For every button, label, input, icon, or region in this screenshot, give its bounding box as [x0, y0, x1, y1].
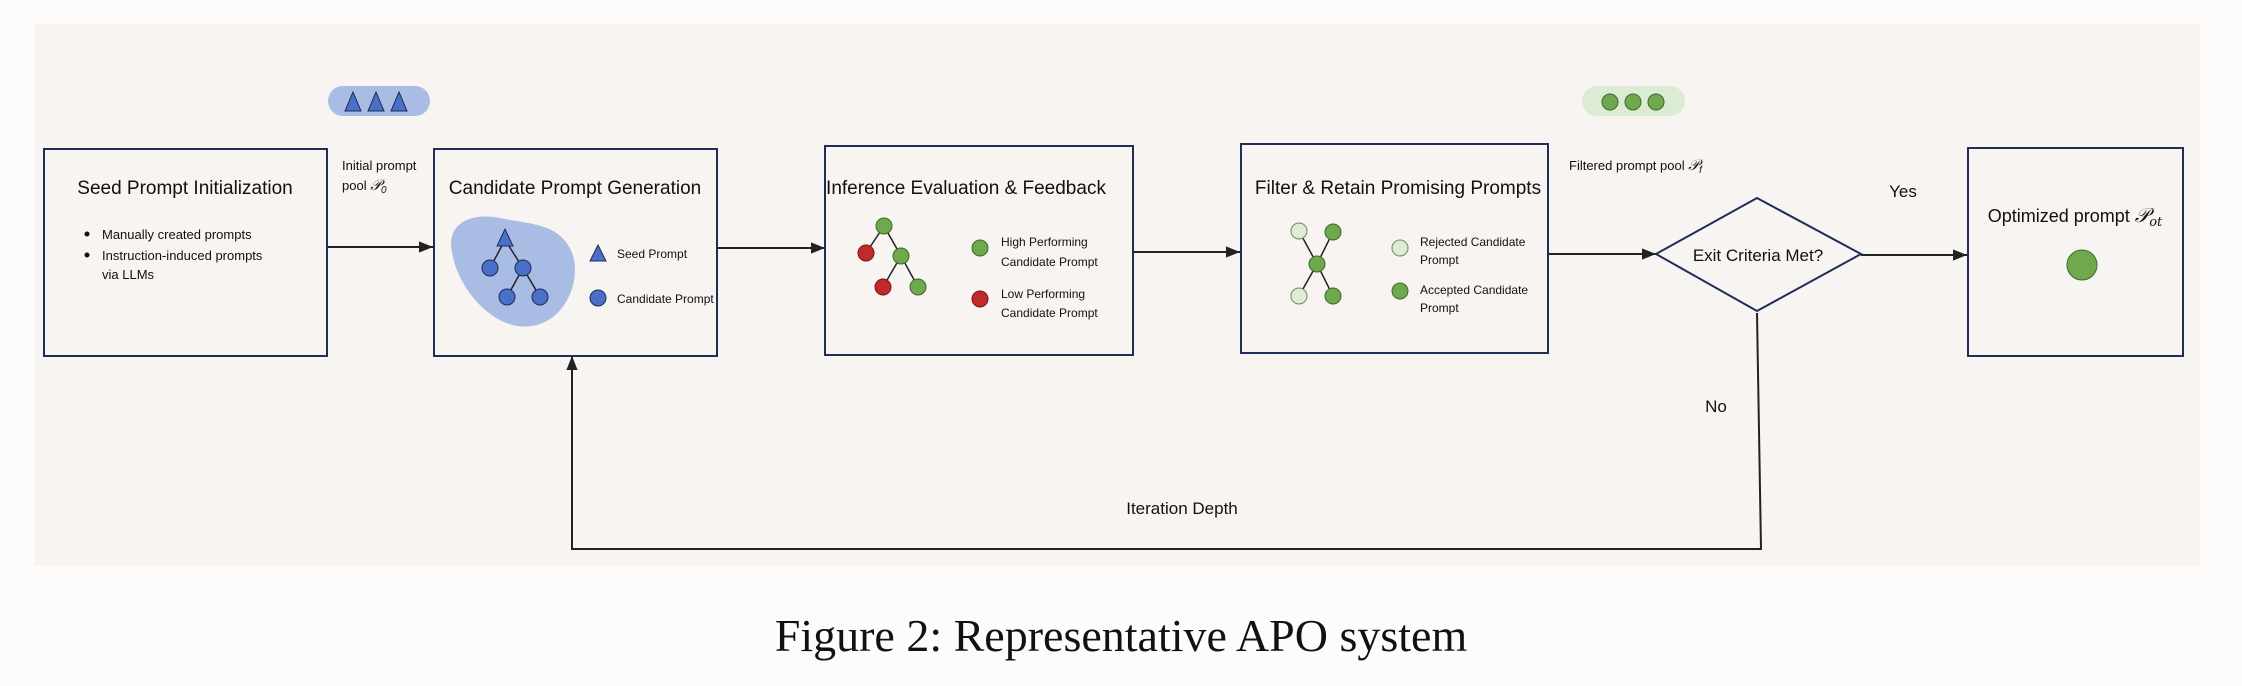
candidate-prompt-legend-icon	[589, 289, 607, 307]
low-legend-line2: Candidate Prompt	[1001, 306, 1098, 320]
candidate-node	[514, 259, 532, 277]
low-legend-icon	[971, 290, 989, 308]
seed-box-title: Seed Prompt Initialization	[77, 178, 292, 199]
high-node	[892, 247, 910, 265]
high-legend-icon	[971, 239, 989, 257]
accepted-circle-icon	[1601, 93, 1619, 111]
seed-prompt-legend-label: Seed Prompt	[617, 247, 688, 261]
iteration-depth-label: Iteration Depth	[1126, 499, 1238, 518]
arrow-iteration-loop	[566, 312, 1763, 550]
seed-triangle-icon	[344, 90, 362, 112]
decision-label: Exit Criteria Met?	[1693, 246, 1823, 265]
accepted-legend-icon	[1391, 282, 1409, 300]
candidate-node	[531, 288, 549, 306]
filtered-pool-pill	[1582, 86, 1685, 116]
accepted-circle-icon	[1624, 93, 1642, 111]
candidate-box-title: Candidate Prompt Generation	[449, 178, 701, 199]
candidate-node	[481, 259, 499, 277]
figure-caption: Figure 2: Representative APO system	[774, 610, 1468, 661]
filter-box: Filter & Retain Promising Prompts Reject…	[1240, 143, 1549, 354]
no-label: No	[1705, 397, 1727, 416]
yes-label: Yes	[1889, 182, 1917, 201]
rejected-node	[1290, 222, 1308, 240]
bullet-dot	[84, 252, 90, 258]
accepted-node	[1308, 255, 1326, 273]
rejected-legend-line1: Rejected Candidate	[1420, 235, 1526, 249]
seed-pool-pill	[328, 86, 430, 116]
inference-box-title: Inference Evaluation & Feedback	[826, 178, 1106, 199]
rejected-legend-icon	[1391, 239, 1409, 257]
seed-prompt-node-icon	[496, 227, 514, 247]
initial-pool-label-line1: Initial prompt	[342, 158, 417, 173]
low-node	[874, 278, 892, 296]
rejected-legend-line2: Prompt	[1420, 253, 1459, 267]
high-legend-line1: High Performing	[1001, 235, 1088, 249]
high-node	[909, 278, 927, 296]
seed-triangle-icon	[367, 90, 385, 112]
accepted-legend-line1: Accepted Candidate	[1420, 283, 1528, 297]
optimized-prompt-icon	[2066, 249, 2098, 281]
seed-bullet-2-cont: via LLMs	[102, 267, 155, 282]
bullet-dot	[84, 231, 90, 237]
accepted-node	[1324, 223, 1342, 241]
seed-triangle-icon	[390, 90, 408, 112]
seed-bullet-2: Instruction-induced prompts	[102, 248, 263, 263]
accepted-node	[1324, 287, 1342, 305]
seed-prompt-legend-icon	[589, 243, 607, 262]
accepted-circle-icon	[1647, 93, 1665, 111]
candidate-prompt-legend-label: Candidate Prompt	[617, 292, 714, 306]
seed-bullet-1: Manually created prompts	[102, 227, 252, 242]
candidate-box: Candidate Prompt Generation Seed Prompt …	[433, 148, 718, 357]
low-node	[857, 244, 875, 262]
optimized-box-title: Optimized prompt 𝒫ot	[1988, 203, 2163, 230]
connectors	[327, 241, 1967, 550]
high-legend-line2: Candidate Prompt	[1001, 255, 1098, 269]
rejected-node	[1290, 287, 1308, 305]
accepted-legend-line2: Prompt	[1420, 301, 1459, 315]
seed-box: Seed Prompt Initialization Manually crea…	[43, 148, 328, 357]
optimized-box: Optimized prompt 𝒫ot	[1967, 147, 2184, 357]
high-node	[875, 217, 893, 235]
filter-box-title: Filter & Retain Promising Prompts	[1255, 178, 1541, 199]
inference-box: Inference Evaluation & Feedback High Per…	[824, 145, 1134, 356]
decision-diamond: Exit Criteria Met?	[1653, 196, 1864, 313]
low-legend-line1: Low Performing	[1001, 287, 1085, 301]
candidate-node	[498, 288, 516, 306]
